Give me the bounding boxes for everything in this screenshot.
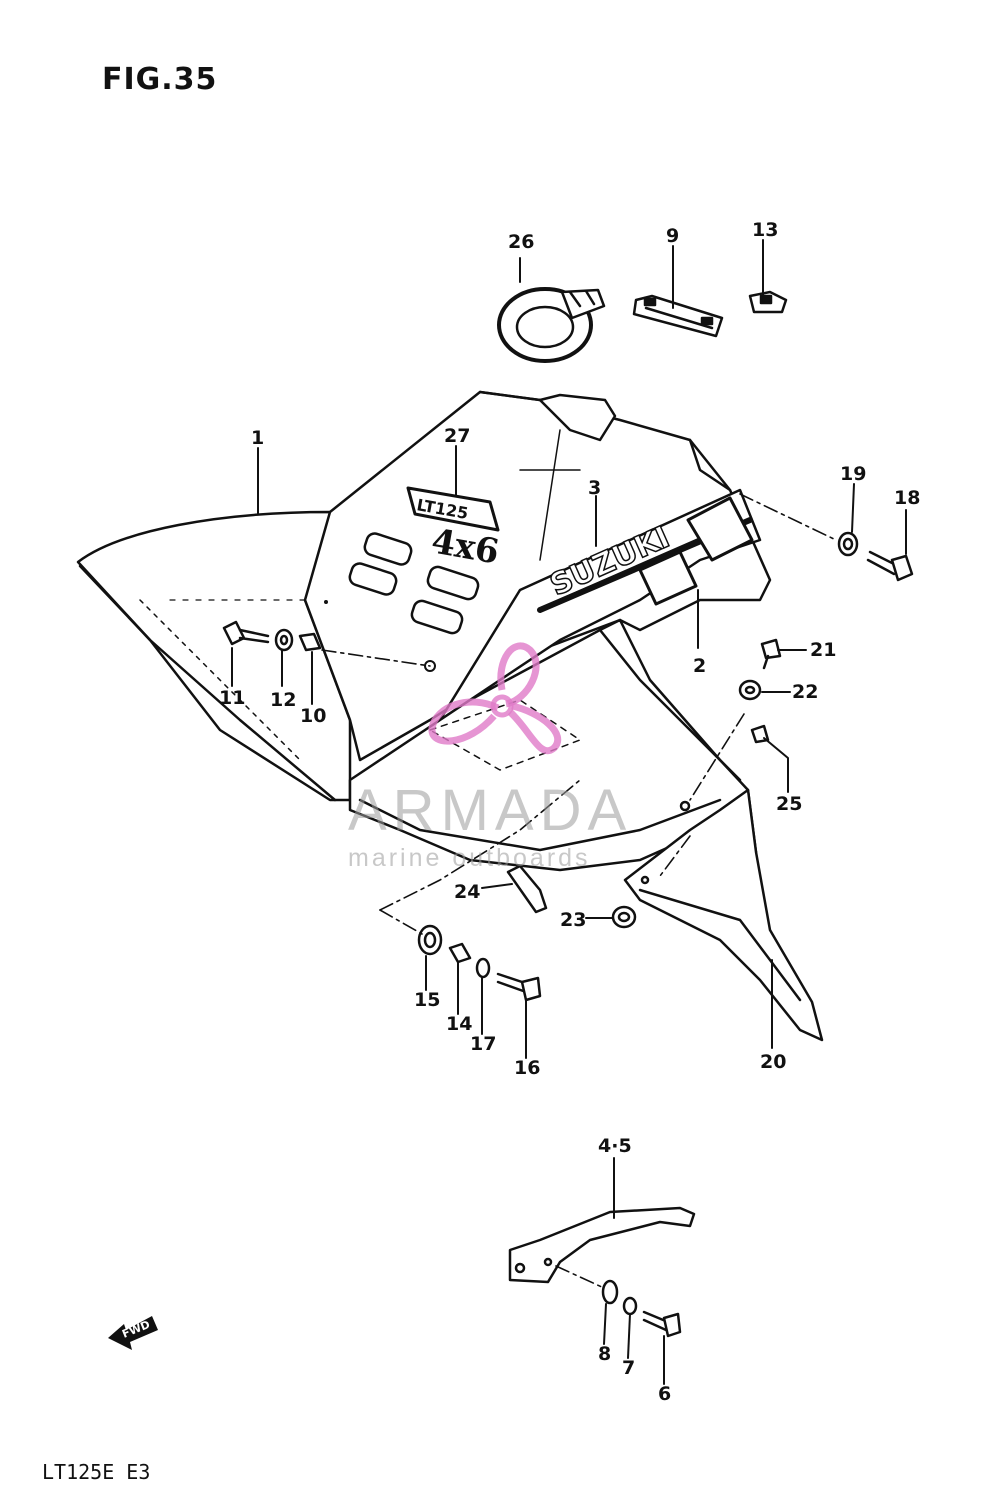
forward-arrow-icon: FWD: [108, 1316, 158, 1350]
callout-12: 12: [270, 689, 296, 711]
part-23-grommet: [611, 905, 637, 929]
callout-3: 3: [588, 477, 601, 499]
callout-6: 6: [658, 1383, 671, 1405]
callout-27: 27: [444, 425, 470, 447]
part-4-5-stay: [508, 1206, 696, 1284]
callout-24: 24: [454, 881, 480, 903]
callout-23: 23: [560, 909, 586, 931]
hardware-washer-22: [738, 679, 762, 701]
hardware-washer-17: [475, 957, 491, 979]
assembly-dash-lines: [321, 493, 837, 1289]
watermark-tagline: marine outboards: [348, 844, 591, 872]
callout-labels: 1 2 3 4·5 6 7 8 9 10 11 12 13 14 15 16 1…: [219, 219, 920, 1405]
callout-10: 10: [300, 705, 326, 727]
watermark-name: ARMADA: [348, 778, 632, 843]
callout-18: 18: [894, 487, 920, 509]
reference-dots: [324, 600, 436, 672]
hardware-spacer-14: [448, 942, 472, 964]
hardware-screw-21: [760, 638, 782, 670]
hardware-collar-10: [298, 632, 322, 652]
callout-1: 1: [251, 427, 264, 449]
callout-8: 8: [598, 1343, 611, 1365]
callout-13: 13: [752, 219, 778, 241]
hardware-bolt-11: [222, 620, 270, 646]
hardware-washer-12: [274, 628, 294, 652]
hardware-lockwasher-7: [622, 1296, 638, 1316]
part-26-cap-gasket: [497, 287, 606, 363]
callout-20: 20: [760, 1051, 786, 1073]
callout-4-5: 4·5: [598, 1135, 632, 1157]
callout-7: 7: [622, 1357, 635, 1379]
hardware-bolt-16: [496, 972, 542, 1002]
callout-9: 9: [666, 225, 679, 247]
callout-11: 11: [219, 687, 245, 709]
part-9-plate: [632, 294, 724, 338]
hardware-washer-19: [837, 531, 859, 557]
hardware-collar-15: [417, 924, 443, 956]
hardware-washer-8: [601, 1279, 619, 1305]
callout-25: 25: [776, 793, 802, 815]
callout-2: 2: [693, 655, 706, 677]
figure-title: FIG.35: [102, 62, 218, 97]
part-3-tank-cover: [303, 390, 772, 762]
watermark-logo: [428, 642, 562, 755]
part-24-bracket: [506, 864, 548, 914]
callout-16: 16: [514, 1057, 540, 1079]
part-13-nut: [748, 290, 788, 314]
leader-lines: [231, 239, 907, 1385]
hardware-bolt-6: [642, 1310, 682, 1338]
callout-22: 22: [792, 681, 818, 703]
part-1-front-fender: [76, 510, 361, 802]
callout-19: 19: [840, 463, 866, 485]
callout-26: 26: [508, 231, 534, 253]
callout-15: 15: [414, 989, 440, 1011]
hardware-bolt-18: [866, 550, 914, 582]
callout-21: 21: [810, 639, 836, 661]
model-code: LT125E E3: [42, 1460, 151, 1484]
callout-14: 14: [446, 1013, 472, 1035]
callout-17: 17: [470, 1033, 496, 1055]
